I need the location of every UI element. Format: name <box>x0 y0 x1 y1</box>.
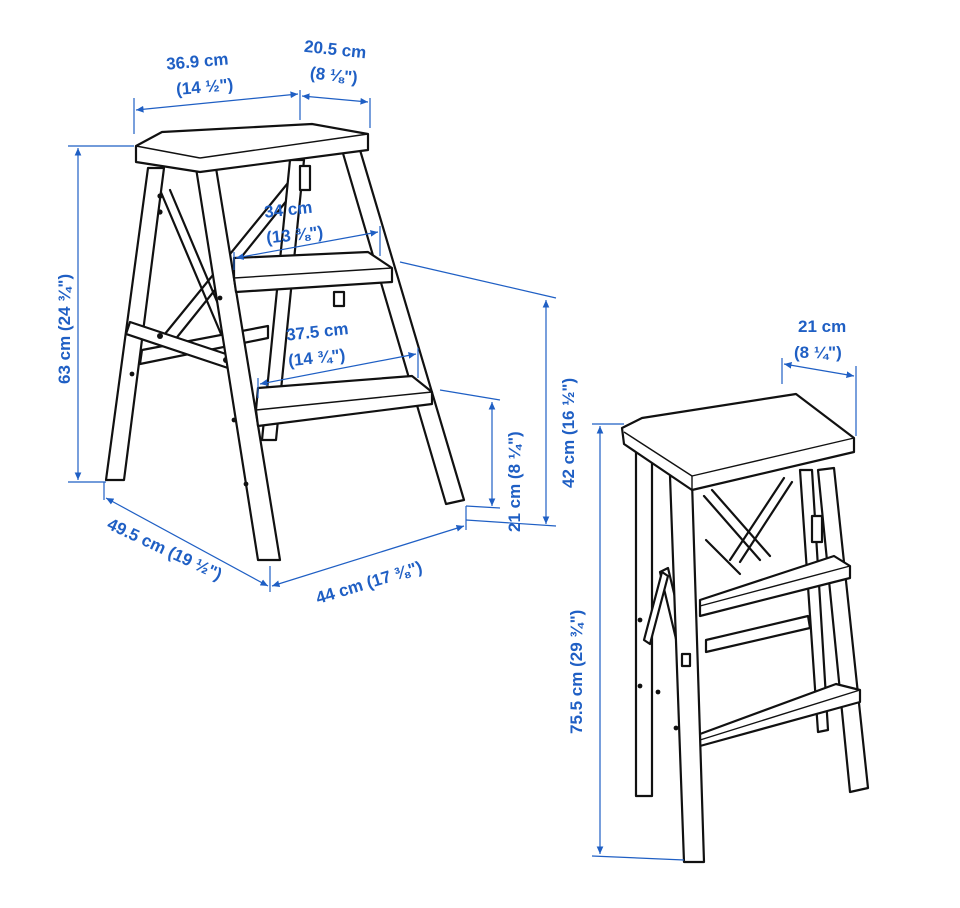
folded-depth-cm: 21 cm <box>798 317 846 336</box>
front-right-stile <box>340 148 466 506</box>
total-height-label: 63 cm (24 ¾") <box>55 274 74 384</box>
folded-stool-dimension-lines <box>591 358 857 861</box>
folded-seat-top <box>620 392 856 492</box>
step-height-lower-label: 21 cm (8 ¼") <box>505 431 524 532</box>
step2-width-inch: (14 ¾") <box>287 345 346 370</box>
seat-top <box>134 122 370 174</box>
folded-step-stool-drawing <box>620 392 870 864</box>
top-width-inch: (14 ½") <box>175 75 234 99</box>
upper-step <box>232 250 394 294</box>
folded-depth-inch: (8 ¼") <box>794 343 842 362</box>
open-step-stool-drawing <box>104 122 466 562</box>
front-left-stile <box>194 166 282 562</box>
step-bracket <box>332 290 346 308</box>
base-width-label: 44 cm (17 ⅜") <box>314 557 425 607</box>
folded-front-stile <box>668 474 706 864</box>
hinge-plate <box>298 164 312 192</box>
top-depth-cm: 20.5 cm <box>303 37 367 62</box>
folded-height-label: 75.5 cm (29 ¾") <box>567 610 586 734</box>
top-depth-inch: (8 ⅛") <box>309 63 358 87</box>
top-width-cm: 36.9 cm <box>165 49 229 73</box>
step2-width-cm: 37.5 cm <box>285 319 349 344</box>
open-stool-dimension-lines <box>68 90 557 592</box>
base-depth-label: 49.5 cm (19 ½") <box>104 514 225 584</box>
folded-rear-leg <box>816 466 870 794</box>
folded-hinge-plate <box>810 514 824 544</box>
step-height-upper-label: 42 cm (16 ½") <box>559 378 578 488</box>
step1-width-cm: 34 cm <box>263 198 313 222</box>
